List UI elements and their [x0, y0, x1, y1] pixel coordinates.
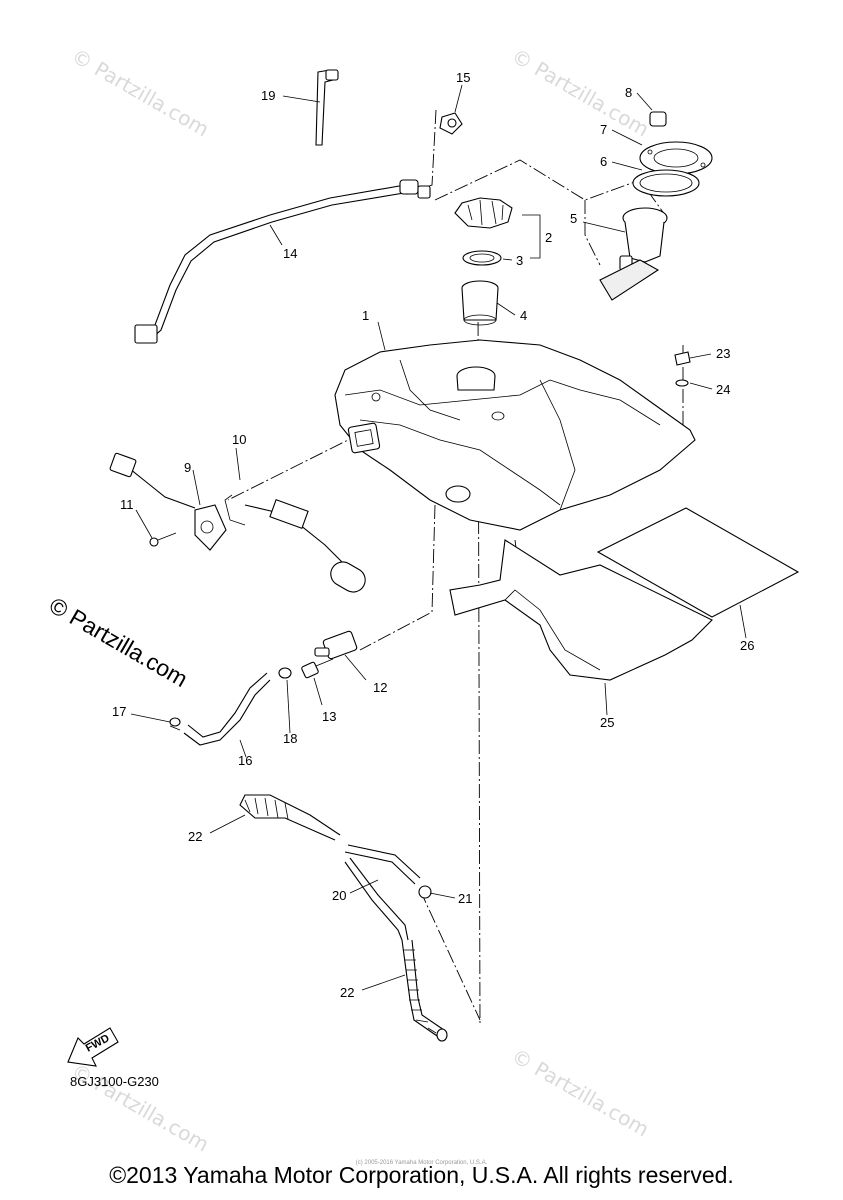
callout-22-upper: 22	[188, 829, 202, 844]
callout-26: 26	[740, 638, 754, 653]
bracket-2-3	[522, 214, 541, 259]
fuel-cap-part	[454, 197, 513, 229]
callout-2: 2	[545, 230, 552, 245]
callout-22-lower: 22	[340, 985, 354, 1000]
callout-12: 12	[373, 680, 387, 695]
callout-3: 3	[516, 253, 523, 268]
sheet-part	[596, 507, 800, 618]
callout-20: 20	[332, 888, 346, 903]
pump-plate-part	[639, 141, 713, 175]
cock-bolt-part	[301, 658, 334, 679]
small-copyright: (c) 2005-2016 Yamaha Motor Corporation, …	[355, 1160, 488, 1166]
callout-5: 5	[570, 211, 577, 226]
fuel-hose-part	[183, 672, 271, 746]
forward-arrow-icon: FWD	[67, 1027, 119, 1067]
faint-watermark: © Partzilla.com	[68, 44, 214, 142]
hose-clip-21-part	[418, 885, 432, 899]
breather-hose-part	[239, 794, 448, 1042]
callout-24: 24	[716, 382, 730, 397]
bolt-part	[674, 351, 691, 366]
fuel-tank-part	[334, 339, 696, 531]
copyright-notice: ©2013 Yamaha Motor Corporation, U.S.A. A…	[109, 1162, 734, 1188]
sender-lead-part	[134, 179, 431, 344]
hose-clip-part	[278, 667, 292, 679]
sender-bracket-part	[109, 452, 227, 551]
callout-9: 9	[184, 460, 191, 475]
diagram-code: 8GJ3100-G230	[70, 1074, 159, 1089]
cap-gasket-part	[462, 250, 502, 266]
callout-14: 14	[283, 246, 297, 261]
faint-watermark: © Partzilla.com	[508, 1044, 654, 1142]
small-clip-part	[169, 717, 181, 731]
protector-part	[449, 539, 713, 681]
callout-8: 8	[625, 85, 632, 100]
clamp-part	[439, 112, 463, 135]
filler-neck-part	[461, 280, 499, 326]
callout-13: 13	[322, 709, 336, 724]
callout-21: 21	[458, 891, 472, 906]
callout-11: 11	[120, 497, 134, 512]
callout-15: 15	[456, 70, 470, 85]
fuel-cock-part	[314, 630, 358, 660]
callout-23: 23	[716, 346, 730, 361]
callout-leaders	[130, 84, 747, 991]
pump-gasket-part	[632, 169, 700, 197]
fuel-sender-part	[224, 494, 366, 593]
cable-tie-part	[315, 69, 339, 146]
screw-part	[149, 532, 177, 547]
callout-7: 7	[600, 122, 607, 137]
washer-part	[675, 379, 689, 387]
callout-labels: 1 2 3 4 5 6 7 8 9 10 11 12 13 14 15 16 1…	[112, 70, 754, 1000]
fuel-pump-part	[599, 207, 668, 301]
callout-18: 18	[283, 731, 297, 746]
callout-10: 10	[232, 432, 246, 447]
callout-25: 25	[600, 715, 614, 730]
callout-17: 17	[112, 704, 126, 719]
callout-1: 1	[362, 308, 369, 323]
callout-16: 16	[238, 753, 252, 768]
callout-19: 19	[261, 88, 275, 103]
cap-part	[649, 111, 667, 127]
callout-4: 4	[520, 308, 527, 323]
callout-6: 6	[600, 154, 607, 169]
